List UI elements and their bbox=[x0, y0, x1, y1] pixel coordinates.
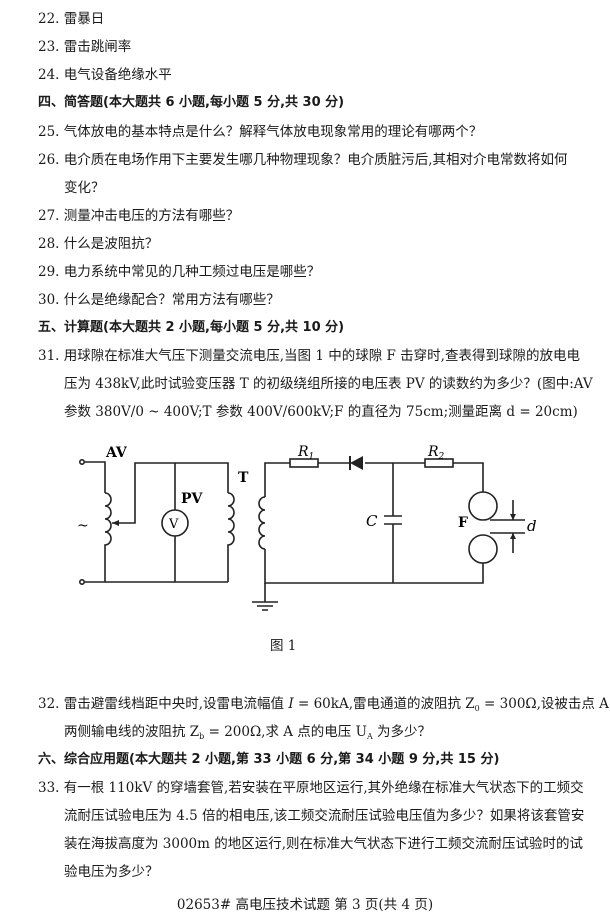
voltmeter bbox=[161, 509, 189, 537]
question-28: 28. 什么是波阻抗？ bbox=[38, 236, 159, 252]
circuit-diagram: AV PV V T ~ R1 R2 C F d bbox=[77, 444, 537, 611]
question-27: 27. 测量冲击电压的方法有哪些？ bbox=[38, 208, 240, 224]
ground-icon bbox=[252, 583, 278, 611]
autotransformer-coil bbox=[104, 492, 112, 582]
question-33: 33. 有一根 110kV 的穿墙套管,若安装在平原地区运行,其外绝缘在标准大气… bbox=[38, 780, 584, 796]
item-23: 23. 雷击跳闸率 bbox=[38, 39, 132, 55]
label-f: F bbox=[458, 515, 468, 531]
item-24: 24. 电气设备绝缘水平 bbox=[38, 67, 172, 83]
question-29: 29. 电力系统中常见的几种工频过电压是哪些？ bbox=[38, 264, 321, 280]
label-c: C bbox=[366, 512, 378, 530]
question-32-cont: 两侧输电线的波阻抗 Zb = 200Ω,求 A 点的电压 UA 为多少？ bbox=[64, 724, 432, 741]
question-31: 31. 用球隙在标准大气压下测量交流电压,当图 1 中的球隙 F 击穿时,查表得… bbox=[38, 348, 580, 364]
question-26: 26. 电介质在电场作用下主要发生哪几种物理现象？电介质脏污后,其相对介电常数将… bbox=[38, 152, 568, 168]
label-r1: R1 bbox=[297, 444, 314, 462]
diode bbox=[350, 456, 363, 470]
label-ac: ~ bbox=[77, 518, 89, 534]
section-4-heading: 四、简答题(本大题共 6 小题,每小题 5 分,共 30 分) bbox=[38, 95, 345, 110]
transformer-primary bbox=[227, 492, 235, 582]
label-v: V bbox=[168, 517, 179, 532]
capacitor bbox=[384, 515, 402, 525]
label-t: T bbox=[238, 470, 249, 486]
sphere-gap-bottom bbox=[468, 534, 498, 564]
question-25: 25. 气体放电的基本特点是什么？解释气体放电现象常用的理论有哪两个？ bbox=[38, 124, 483, 140]
question-33-cont3: 验电压为多少？ bbox=[64, 864, 159, 880]
sphere-gap-top bbox=[468, 491, 498, 521]
label-d: d bbox=[527, 517, 537, 535]
item-22: 22. 雷暴日 bbox=[38, 11, 105, 27]
question-31-cont1: 压为 438kV,此时试验变压器 T 的初级绕组所接的电压表 PV 的读数约为多… bbox=[64, 376, 593, 392]
label-pv: PV bbox=[181, 491, 204, 507]
question-31-cont2: 参数 380V/0 ~ 400V;T 参数 400V/600kV;F 的直径为 … bbox=[64, 404, 578, 420]
figure-caption: 图 1 bbox=[270, 638, 297, 654]
question-33-cont1: 流耐压试验电压为 4.5 倍的相电压,该工频交流耐压试验电压值为多少？如果将该套… bbox=[64, 808, 585, 824]
label-av: AV bbox=[105, 445, 128, 461]
question-33-cont2: 装在海拔高度为 3000m 的地区运行,则在标准大气状态下进行工频交流耐压试验时… bbox=[64, 836, 584, 852]
section-6-heading: 六、综合应用题(本大题共 2 小题,第 33 小题 6 分,第 34 小题 9 … bbox=[38, 752, 500, 767]
resistor-r1 bbox=[289, 458, 319, 468]
section-5-heading: 五、计算题(本大题共 2 小题,每小题 5 分,共 10 分) bbox=[38, 320, 345, 335]
resistor-r2 bbox=[424, 458, 454, 468]
question-26-cont: 变化？ bbox=[64, 180, 105, 196]
question-30: 30. 什么是绝缘配合？常用方法有哪些？ bbox=[38, 292, 280, 308]
question-32: 32. 雷击避雷线档距中央时,设雷电流幅值 I = 60kA,雷电通道的波阻抗 … bbox=[38, 696, 609, 713]
page-footer: 02653# 高电压技术试题 第 3 页(共 4 页) bbox=[176, 897, 434, 913]
label-r2: R2 bbox=[427, 444, 445, 462]
